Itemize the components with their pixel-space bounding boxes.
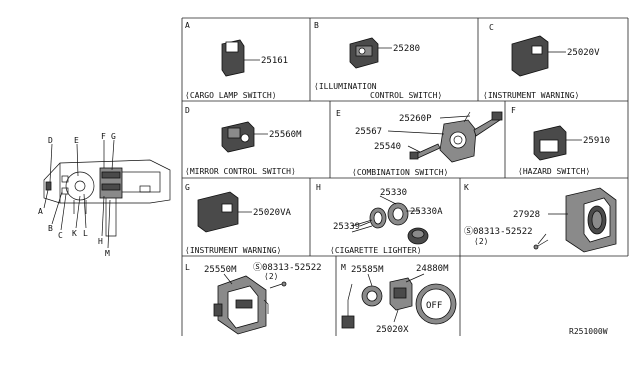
section-b: B 25280 ⟨ILLUMINATION CONTROL SWITCH⟩ [314,21,442,100]
caption-combination-switch: ⟨COMBINATION SWITCH⟩ [352,168,448,177]
section-letter-k: K [464,183,469,192]
section-f: F 25910 ⟨HAZARD SWITCH⟩ [511,106,610,176]
cigarette-lighter-part [351,202,429,245]
cargo-lamp-switch-part [221,39,245,77]
part-number-25280: 25280 [393,44,420,54]
off-knob: OFF [415,283,457,325]
overview-label-a: A [38,207,43,216]
screw-qty-k: ⟨2⟩ [474,237,488,246]
part-number-25330: 25330 [380,188,407,198]
part-number-27928: 27928 [513,210,540,220]
m-switch-assembly-part [341,277,413,329]
part-number-25585m: 25585M [351,265,384,275]
section-letter-e: E [336,109,341,118]
section-c: C 25020V ⟨INSTRUMENT WARNING⟩ [483,23,600,100]
part-number-25020x: 25020X [376,325,409,335]
overview-label-b: B [48,224,53,233]
section-d: D 25560M ⟨MIRROR CONTROL SWITCH⟩ [185,106,302,176]
overview-label-f: F [101,132,106,141]
instrument-warning-switch-c-part [511,35,549,77]
caption-illumination-line1: ⟨ILLUMINATION [314,82,377,91]
screw-number-l: Ⓢ08313-52522 [253,262,322,273]
section-letter-l: L [185,263,190,272]
overview-label-g: G [111,132,116,141]
part-number-25330a: 25330A [410,207,443,217]
overview-label-k: K [72,229,77,238]
part-number-25910: 25910 [583,136,610,146]
section-letter-b: B [314,21,319,30]
section-e: E 25260P 25567 25540 ⟨COMBINATION SWITCH… [336,109,503,177]
section-letter-h: H [316,183,321,192]
part-number-25260p: 25260P [399,114,432,124]
caption-mirror-control-switch: ⟨MIRROR CONTROL SWITCH⟩ [185,167,296,176]
caption-cigarette-lighter: ⟨CIGARETTE LIGHTER⟩ [330,246,422,255]
combination-switch-part [409,111,503,163]
section-a: A 25161 ⟨CARGO LAMP SWITCH⟩ [185,21,288,100]
part-number-25339: 25339 [333,222,360,232]
overview-label-l: L [83,229,88,238]
instrument-warning-switch-g-part [197,191,239,233]
caption-instrument-warning-c: ⟨INSTRUMENT WARNING⟩ [483,91,579,100]
section-grid [181,17,629,336]
part-number-25161: 25161 [261,56,288,66]
overview-label-d: D [48,136,53,145]
screw-qty-l: ⟨2⟩ [264,272,278,281]
section-letter-d: D [185,106,190,115]
overview-label-c: C [58,231,63,240]
section-letter-f: F [511,106,516,115]
section-g: G 25020VA ⟨INSTRUMENT WARNING⟩ [185,183,292,255]
caption-illumination-line2: CONTROL SWITCH⟩ [370,91,442,100]
section-h: H 25330 25330A 25339 ⟨CIGARETTE LIGHTER⟩ [316,183,443,255]
section-m: M OFF 25585M 24880M 25020X [341,263,457,335]
caption-instrument-warning-g: ⟨INSTRUMENT WARNING⟩ [185,246,281,255]
section-letter-g: G [185,183,190,192]
caption-cargo-lamp-switch: ⟨CARGO LAMP SWITCH⟩ [185,91,277,100]
overview-label-m: M [105,249,110,258]
screw-number-k: Ⓢ08313-52522 [464,226,533,237]
part-number-25550m: 25550M [204,265,237,275]
overview-label-e: E [74,136,79,145]
section-k: K 27928 Ⓢ08313-52522 ⟨2⟩ [464,183,617,253]
k-bezel-part [565,187,617,253]
mirror-control-switch-part [221,121,255,153]
section-l: L 25550M Ⓢ08313-52522 ⟨2⟩ [185,262,322,335]
part-number-25020va: 25020VA [253,208,292,218]
section-letter-c: C [489,23,494,32]
diagram-code: R251000W [569,327,608,336]
overview-label-h: H [98,237,103,246]
part-number-25540: 25540 [374,142,401,152]
hazard-switch-part [533,125,567,161]
part-number-25560m: 25560M [269,130,302,140]
dashboard-overview: D E F G A B C K L H M [38,132,171,258]
knob-off-label: OFF [426,301,442,311]
part-number-25020v: 25020V [567,48,600,58]
illumination-control-switch-part [349,37,379,69]
section-letter-a: A [185,21,190,30]
part-number-25567: 25567 [355,127,382,137]
l-panel-part [213,275,287,335]
caption-hazard-switch: ⟨HAZARD SWITCH⟩ [518,167,590,176]
section-letter-m: M [341,263,346,272]
part-number-24880m: 24880M [416,264,449,274]
